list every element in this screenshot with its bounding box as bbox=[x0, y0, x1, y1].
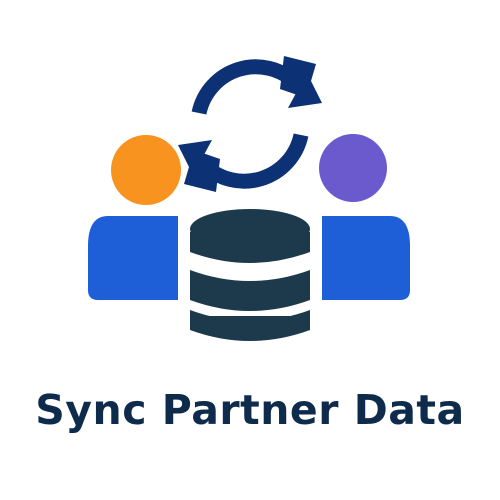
partner-left-body bbox=[88, 216, 182, 300]
sync-arrowheads bbox=[178, 56, 322, 192]
partner-left-head bbox=[111, 135, 181, 205]
partner-right-head bbox=[319, 134, 387, 202]
database-icon bbox=[190, 209, 310, 341]
partner-right-body bbox=[318, 216, 410, 300]
caption-title: Sync Partner Data bbox=[35, 386, 465, 434]
partner-left-icon bbox=[88, 135, 182, 300]
partner-right-icon bbox=[318, 134, 410, 300]
